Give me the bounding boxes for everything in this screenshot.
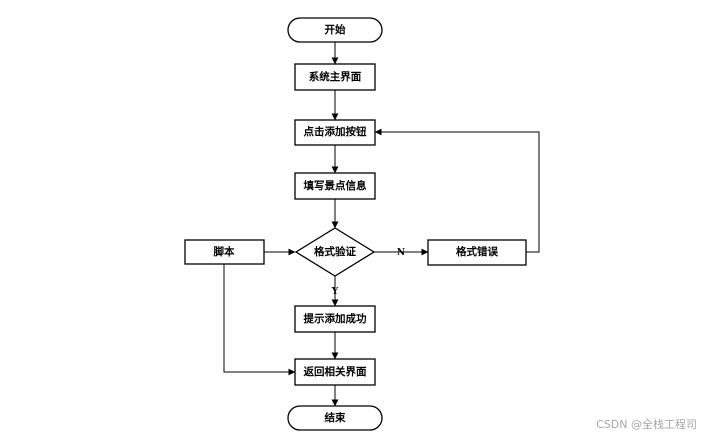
node-main-ui: 系统主界面 (294, 63, 376, 91)
node-add-success-label: 提示添加成功 (304, 312, 367, 325)
node-click-add-label: 点击添加按钮 (304, 125, 367, 138)
node-end-label: 结束 (325, 411, 346, 424)
node-return-page: 返回相关界面 (294, 358, 376, 386)
node-main-ui-label: 系统主界面 (309, 70, 362, 83)
node-script-label: 脚本 (214, 245, 235, 258)
node-return-page-label: 返回相关界面 (304, 365, 367, 378)
watermark: CSDN @全栈工程司 (596, 418, 697, 431)
node-fill-info: 填写景点信息 (294, 172, 376, 200)
node-add-success: 提示添加成功 (294, 305, 376, 333)
node-format-error: 格式错误 (427, 239, 527, 266)
node-validate: 格式验证 (294, 227, 376, 277)
node-validate-label: 格式验证 (314, 245, 356, 258)
node-start-label: 开始 (325, 23, 346, 36)
node-script: 脚本 (184, 239, 265, 265)
node-format-error-label: 格式错误 (456, 245, 498, 258)
edge-label-yes: Y (331, 287, 339, 297)
node-start: 开始 (287, 17, 383, 43)
node-click-add: 点击添加按钮 (294, 119, 376, 146)
edge-format-error-loop-to-click-add (374, 128, 540, 253)
node-end: 结束 (287, 405, 383, 431)
edge-label-no: N (397, 248, 405, 258)
connectors (223, 42, 540, 407)
node-fill-info-label: 填写景点信息 (304, 179, 367, 192)
edge-script-to-return-page (223, 264, 296, 376)
